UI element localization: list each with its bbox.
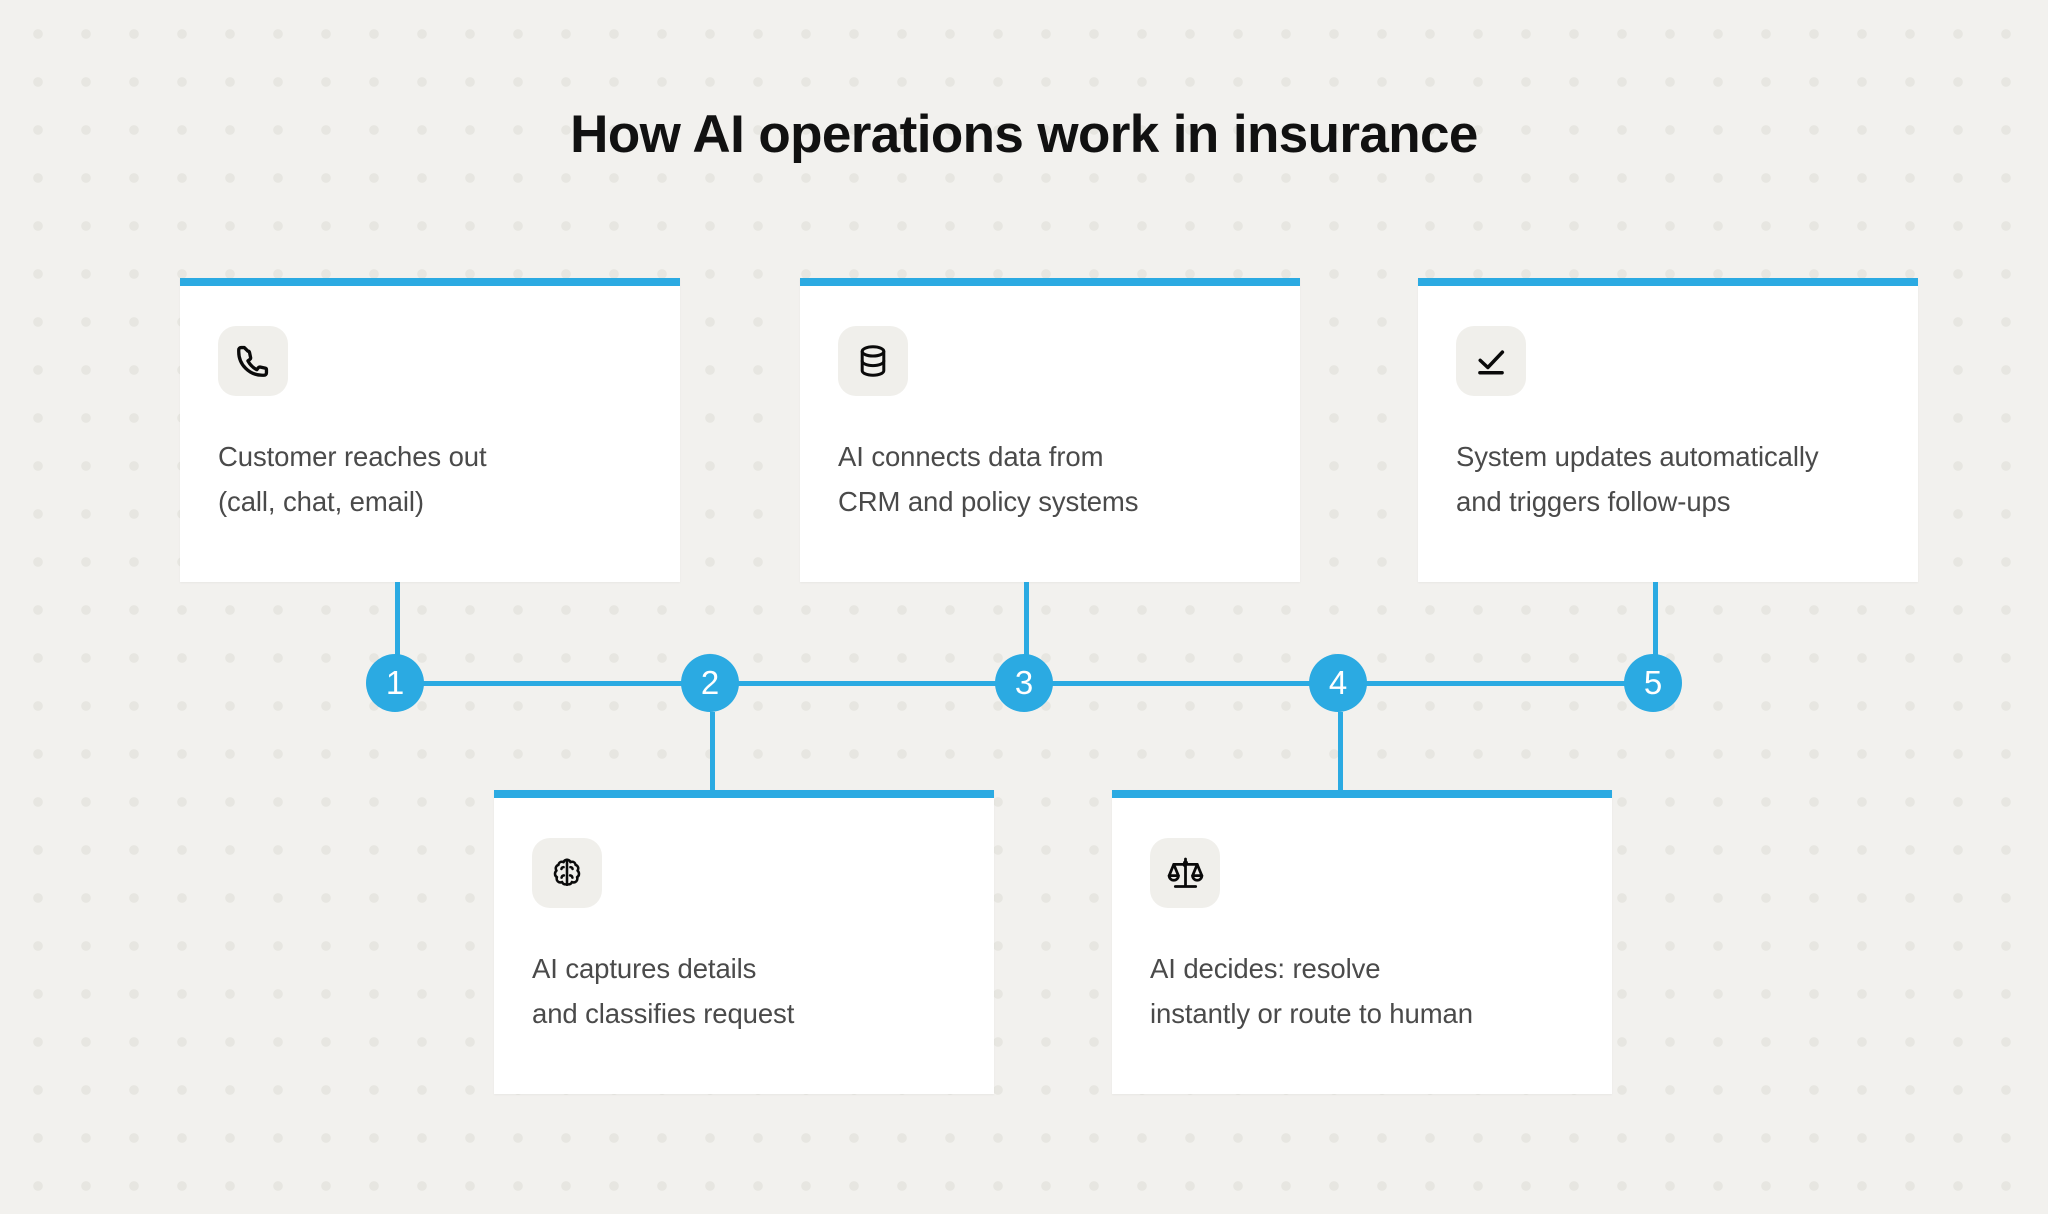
- brain-icon: [532, 838, 602, 908]
- page-title: How AI operations work in insurance: [570, 105, 1478, 164]
- connector-1: [395, 582, 400, 655]
- timeline-node-3[interactable]: 3: [995, 654, 1053, 712]
- timeline-node-2-label: 2: [700, 663, 720, 701]
- step-card-4[interactable]: AI decides: resolve instantly or route t…: [1112, 790, 1612, 1094]
- scales-icon: [1150, 838, 1220, 908]
- check-line-icon: [1456, 326, 1526, 396]
- timeline-node-5[interactable]: 5: [1624, 654, 1682, 712]
- step-card-3-text: AI connects data from CRM and policy sys…: [838, 441, 1139, 517]
- timeline-node-4[interactable]: 4: [1309, 654, 1367, 712]
- timeline-node-1-label: 1: [385, 663, 405, 701]
- connector-5: [1653, 582, 1658, 655]
- connector-4: [1338, 712, 1343, 790]
- timeline-node-3-label: 3: [1014, 663, 1034, 701]
- step-card-5-text: System updates automatically and trigger…: [1456, 441, 1819, 517]
- connector-2: [710, 712, 715, 790]
- timeline-node-1[interactable]: 1: [366, 654, 424, 712]
- database-icon: [838, 326, 908, 396]
- step-card-2[interactable]: AI captures details and classifies reque…: [494, 790, 994, 1094]
- timeline-node-5-label: 5: [1643, 663, 1663, 701]
- timeline-node-4-label: 4: [1328, 663, 1348, 701]
- step-card-2-text: AI captures details and classifies reque…: [532, 953, 795, 1029]
- step-card-5[interactable]: System updates automatically and trigger…: [1418, 278, 1918, 582]
- step-card-3[interactable]: AI connects data from CRM and policy sys…: [800, 278, 1300, 582]
- step-card-1[interactable]: Customer reaches out (call, chat, email): [180, 278, 680, 582]
- connector-3: [1024, 582, 1029, 655]
- step-card-4-text: AI decides: resolve instantly or route t…: [1150, 953, 1473, 1029]
- timeline-node-2[interactable]: 2: [681, 654, 739, 712]
- step-card-1-text: Customer reaches out (call, chat, email): [218, 441, 487, 517]
- phone-icon: [218, 326, 288, 396]
